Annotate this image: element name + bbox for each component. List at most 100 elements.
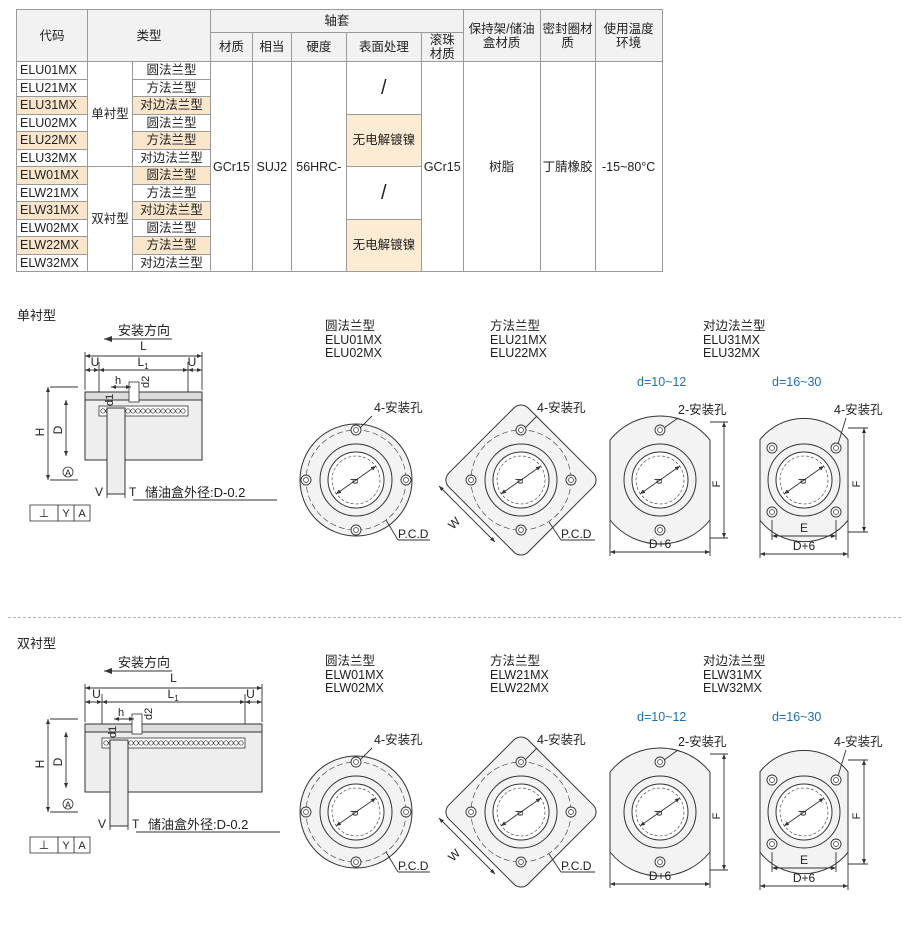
section-divider: [8, 617, 901, 618]
bore-dashed: [635, 455, 685, 505]
ball: [223, 740, 229, 746]
flange-section: [106, 407, 126, 495]
surface-plated-single: 无电解镀镍: [345, 113, 422, 167]
ball: [135, 408, 141, 414]
view-code: ELW21MX: [490, 668, 549, 682]
tolerance-ref: A: [78, 840, 86, 852]
dim-Dplus6: D+6: [649, 869, 672, 883]
arrowhead: [831, 534, 836, 538]
view-code: ELU31MX: [703, 333, 760, 347]
ball: [193, 740, 199, 746]
bore-dim-line: [639, 797, 681, 827]
bore-dim-line: [500, 465, 542, 495]
view-title: 圆法兰型: [325, 319, 376, 333]
bore-d-label: d: [350, 478, 361, 484]
mount-hole: [766, 506, 778, 518]
mount-hole: [515, 856, 527, 868]
ball-track: [98, 405, 189, 417]
arrowhead: [490, 869, 495, 874]
ball: [150, 408, 156, 414]
dim-D: D: [51, 425, 65, 434]
mount-hole: [515, 756, 527, 768]
mount-hole: [654, 856, 666, 868]
dim-Dplus6: D+6: [793, 871, 816, 885]
arrowhead: [674, 798, 680, 803]
arrowhead: [46, 475, 50, 480]
datum-A-circle: [62, 466, 74, 478]
oil-box-label: 储油盒外径:D-0.2: [145, 485, 245, 500]
mount-hole-label: 2-安装孔: [678, 402, 727, 417]
mount-hole-label: 4-安装孔: [374, 732, 423, 747]
arrowhead: [64, 451, 68, 456]
ball: [233, 740, 239, 746]
flange-cell: 对边法兰型: [132, 96, 211, 115]
ball: [133, 740, 139, 746]
mount-hole-label: 2-安装孔: [678, 734, 727, 749]
spec-table: 代码 类型 轴套 保持架/储油盒材质 密封圈材质 使用温度环境 材质 相当 硬度…: [16, 9, 663, 272]
ball: [218, 740, 224, 746]
flange-cell: 方法兰型: [132, 236, 211, 255]
arrowhead: [85, 354, 90, 358]
arrowhead: [722, 533, 726, 538]
mount-hole-inner: [403, 809, 409, 815]
ball: [143, 740, 149, 746]
arrowhead: [862, 428, 866, 433]
range-label: d=10~12: [637, 375, 687, 389]
arrowhead: [46, 719, 50, 724]
mount-hole-inner: [833, 777, 839, 783]
temp-cell: -15~80°C: [594, 61, 663, 272]
mount-hole-inner: [518, 427, 524, 433]
dim-L1: L1: [168, 687, 180, 703]
leader-line: [359, 415, 373, 429]
dim-d2: d2: [140, 376, 152, 388]
mount-hole: [565, 806, 577, 818]
ball: [198, 740, 204, 746]
dim-d2: d2: [143, 708, 155, 720]
hardness-cell: 56HRC-: [290, 61, 347, 272]
bore-dashed: [331, 787, 381, 837]
arrowhead: [674, 466, 680, 471]
mount-hole: [565, 474, 577, 486]
tolerance-ref: Y: [62, 508, 70, 520]
code-cell: ELU31MX: [16, 96, 88, 115]
mount-hole: [465, 474, 477, 486]
arrowhead: [722, 754, 726, 759]
mount-hole-inner: [833, 841, 839, 847]
flange-cell: 圆法兰型: [132, 113, 211, 132]
flange-cell: 对边法兰型: [132, 201, 211, 220]
dim-W-line: [438, 817, 496, 875]
ball: [125, 408, 131, 414]
mount-direction-arrow: [104, 336, 112, 342]
dim-E: E: [800, 521, 808, 535]
leader-line: [837, 749, 847, 777]
flange-cell: 方法兰型: [132, 183, 211, 202]
mount-hole-inner: [833, 509, 839, 515]
ball: [148, 740, 154, 746]
arrowhead: [97, 700, 102, 704]
mount-hole-inner: [657, 759, 663, 765]
arrowhead: [240, 700, 245, 704]
mount-hole-inner: [657, 859, 663, 865]
view-code: ELU32MX: [703, 346, 760, 360]
tolerance-symbol: ⊥: [39, 506, 49, 520]
flange-cell: 对边法兰型: [132, 253, 211, 272]
bore-dashed: [635, 787, 685, 837]
ball: [203, 740, 209, 746]
arrowhead: [188, 368, 193, 372]
arrowhead: [370, 798, 376, 803]
bore-d-label: d: [654, 478, 665, 484]
arrowhead: [245, 700, 250, 704]
mount-screw: [128, 381, 140, 403]
dim-V: V: [95, 485, 103, 499]
pcd-label: P.C.D: [398, 527, 429, 541]
ball: [165, 408, 171, 414]
dim-U: U: [91, 355, 100, 369]
header-retainer: 保持架/储油盒材质: [462, 9, 541, 62]
mount-screw: [131, 713, 143, 735]
mount-hole-inner: [518, 859, 524, 865]
arrowhead: [114, 717, 119, 721]
arrowhead: [257, 700, 262, 704]
arrowhead: [46, 387, 50, 392]
bore-dim-line: [500, 797, 542, 827]
dim-F: F: [711, 812, 723, 819]
